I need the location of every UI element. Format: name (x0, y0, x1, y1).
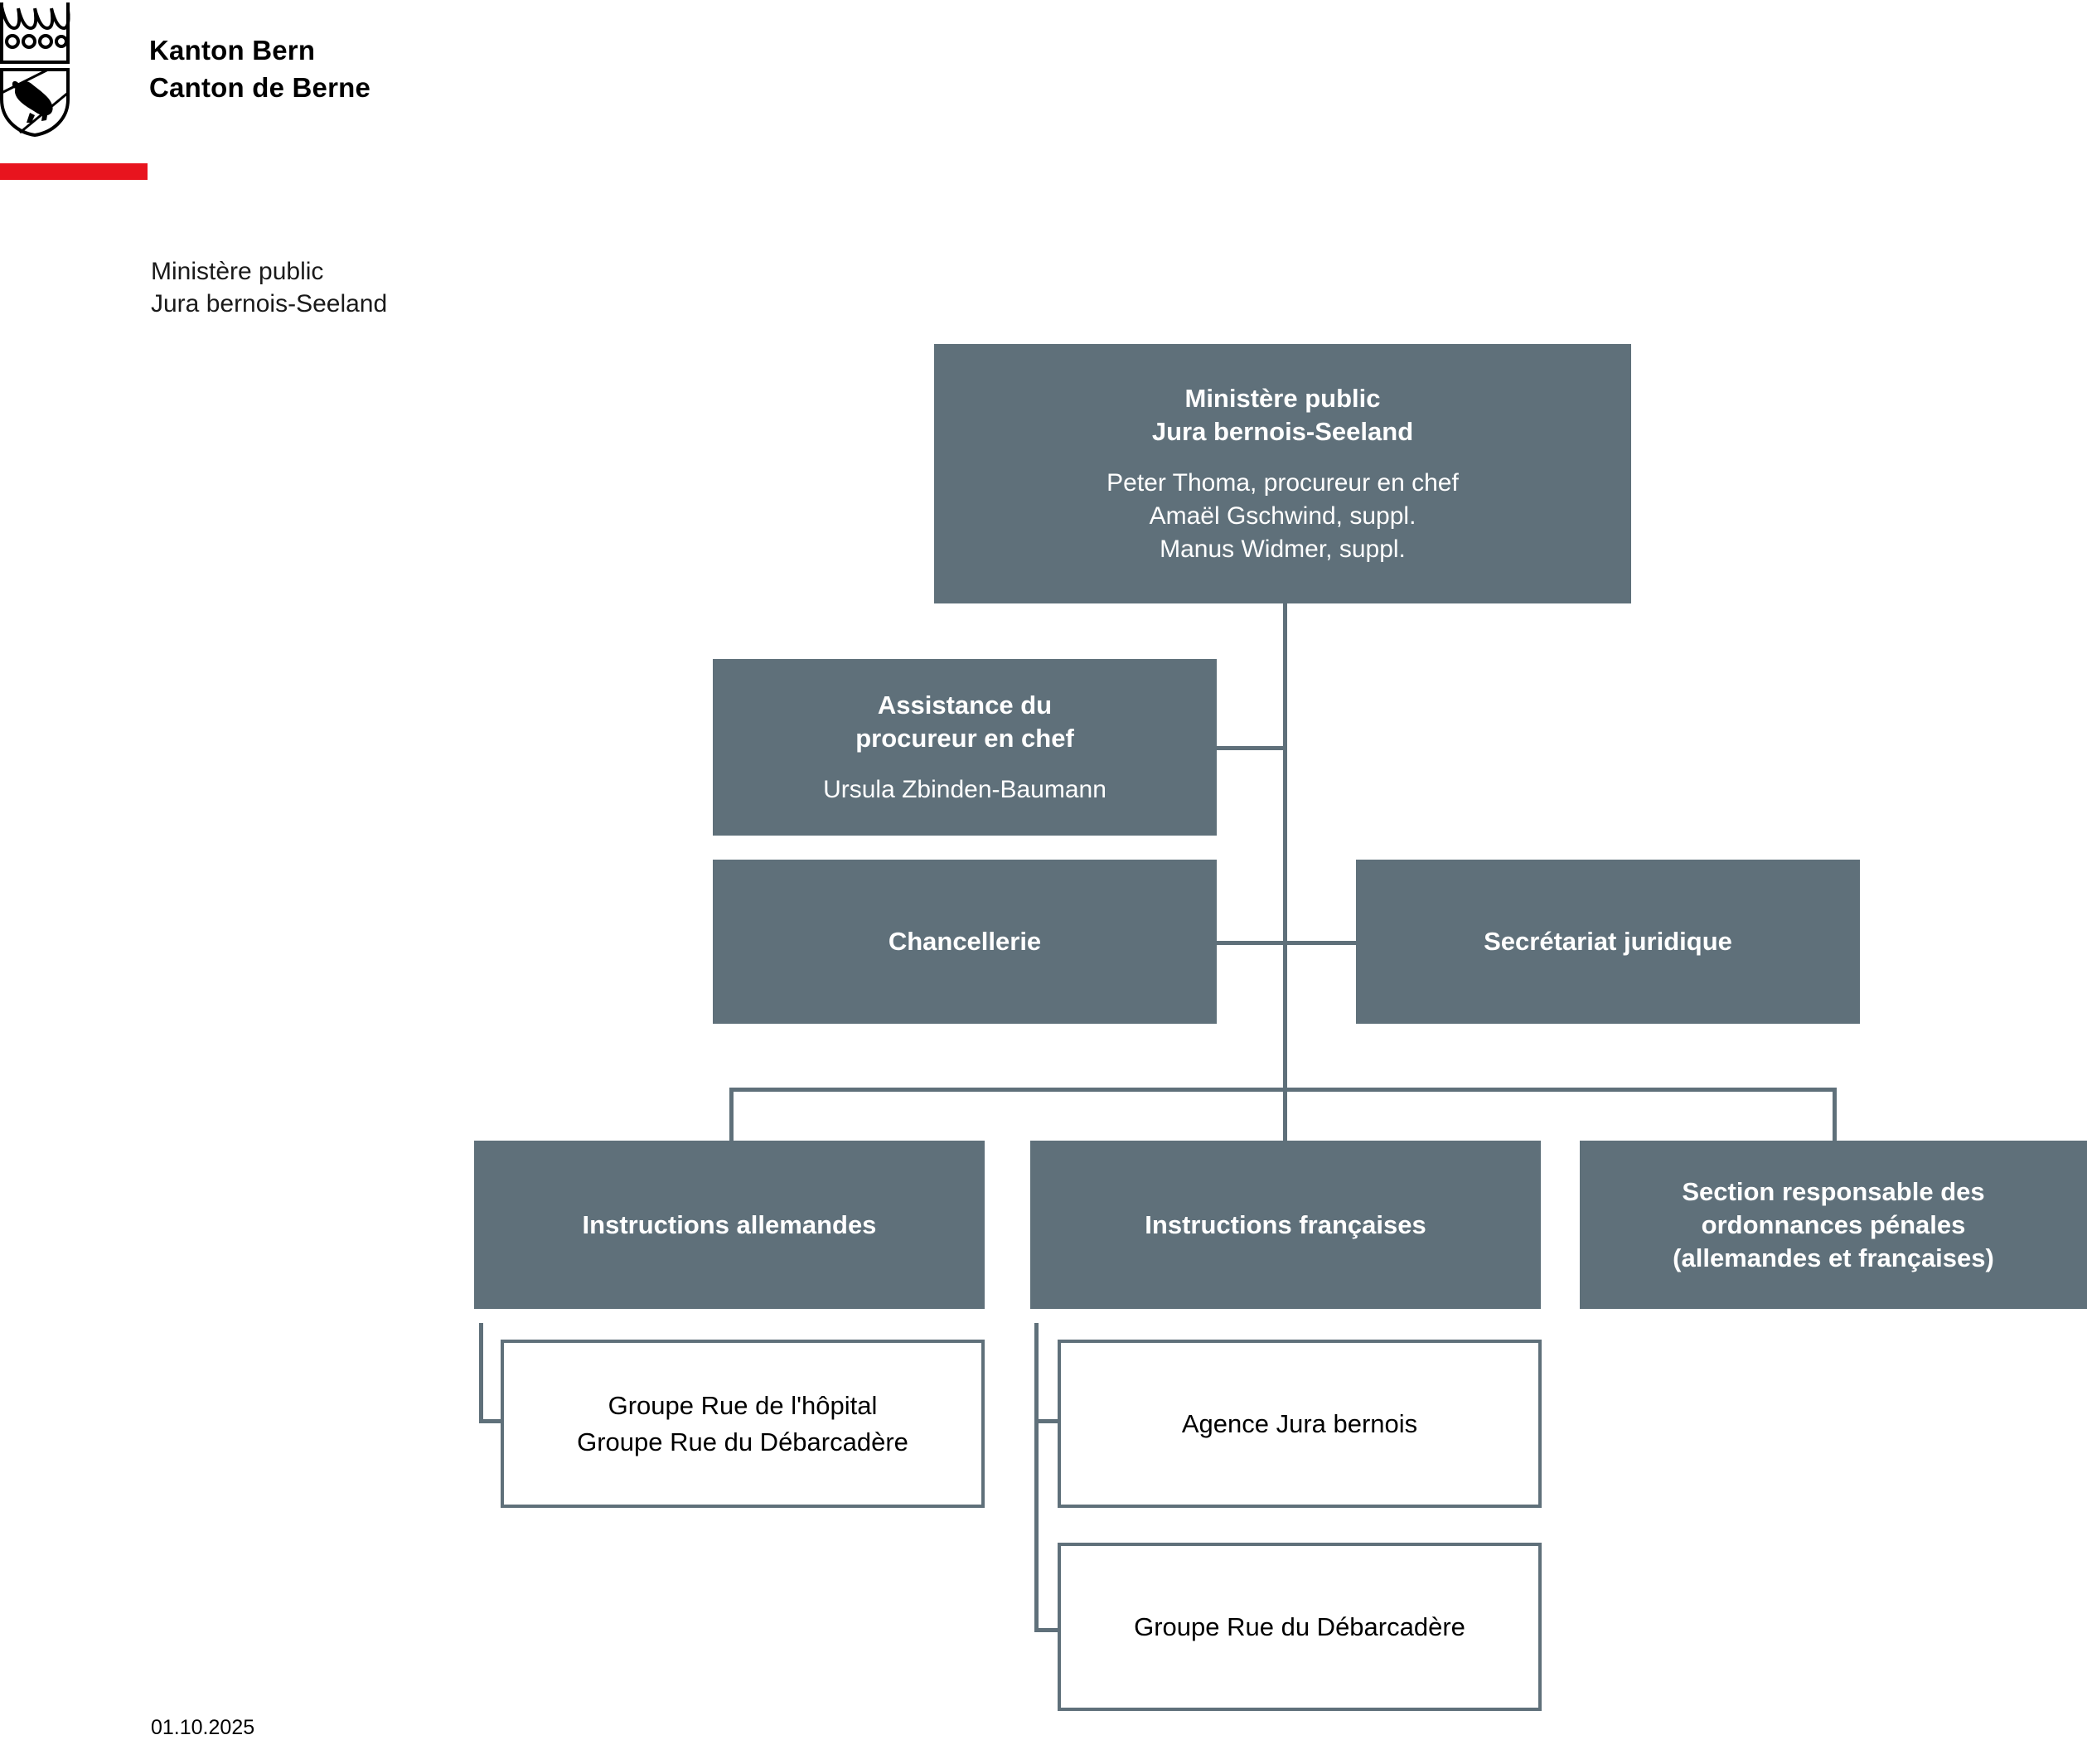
connector-spine-to-secretariat (1283, 941, 1356, 945)
connector-root-spine (1283, 603, 1287, 1091)
node-instructions-francaises[interactable]: Instructions françaises (1030, 1141, 1541, 1309)
node-chancellerie[interactable]: Chancellerie (713, 860, 1217, 1024)
connector-tier3-drop-mid (1283, 1088, 1287, 1141)
node-assistance[interactable]: Assistance du procureur en chef Ursula Z… (713, 659, 1217, 836)
bern-coat-of-arms-logo (0, 0, 87, 138)
node-instructions-fr-title: Instructions françaises (1145, 1209, 1426, 1239)
node-root-title-1: Ministère public (1184, 383, 1381, 413)
node-assistance-title-1: Assistance du (877, 690, 1053, 720)
node-instructions-allemandes[interactable]: Instructions allemandes (474, 1141, 985, 1309)
node-root[interactable]: Ministère public Jura bernois-Seeland Pe… (934, 344, 1631, 603)
node-groupe-de-line-2: Groupe Rue du Débarcadère (577, 1427, 908, 1456)
node-groupe-debarcadere-line-1: Groupe Rue du Débarcadère (1134, 1611, 1465, 1641)
node-assistance-person: Ursula Zbinden-Baumann (823, 775, 1106, 803)
node-agence-jura-line-1: Agence Jura bernois (1181, 1408, 1418, 1438)
node-chancellerie-title: Chancellerie (888, 927, 1042, 956)
wordmark-line-fr: Canton de Berne (149, 72, 371, 103)
connector-fr-horizontal-debarcadere (1034, 1628, 1061, 1632)
footer-date: 01.10.2025 (151, 1716, 255, 1739)
node-groupe-rue-debarcadere[interactable]: Groupe Rue du Débarcadère (1058, 1543, 1542, 1711)
node-root-person-1: Peter Thoma, procureur en chef (1106, 468, 1459, 497)
connector-tier3-drop-right (1833, 1088, 1837, 1141)
node-assistance-title-2: procureur en chef (855, 723, 1074, 753)
node-secretariat-title: Secrétariat juridique (1484, 927, 1732, 956)
node-root-person-3: Manus Widmer, suppl. (1160, 535, 1406, 563)
node-ordonnances-title-3: (allemandes et françaises) (1673, 1243, 1994, 1272)
connector-assistance-to-spine (1217, 746, 1287, 750)
connector-fr-vertical (1034, 1323, 1039, 1632)
node-groupe-hopital-debarcadere[interactable]: Groupe Rue de l'hôpital Groupe Rue du Dé… (501, 1340, 985, 1508)
org-subtitle-line2: Jura bernois-Seeland (151, 290, 388, 317)
node-ordonnances-title-2: ordonnances pénales (1701, 1209, 1966, 1239)
wordmark: Kanton Bern Canton de Berne (149, 32, 370, 106)
node-ordonnances-penales[interactable]: Section responsable des ordonnances péna… (1580, 1141, 2087, 1309)
connector-de-horizontal (479, 1419, 504, 1423)
connector-fr-horizontal-agence (1034, 1419, 1061, 1423)
org-subtitle: Ministère public Jura bernois-Seeland (151, 255, 387, 320)
red-accent-bar (0, 163, 148, 180)
node-groupe-de-line-1: Groupe Rue de l'hôpital (608, 1390, 878, 1420)
connector-tier3-drop-left (729, 1088, 734, 1141)
wordmark-line-de: Kanton Bern (149, 35, 316, 65)
node-agence-jura-bernois[interactable]: Agence Jura bernois (1058, 1340, 1542, 1508)
node-ordonnances-title-1: Section responsable des (1682, 1176, 1985, 1206)
node-instructions-de-title: Instructions allemandes (582, 1209, 877, 1239)
node-secretariat-juridique[interactable]: Secrétariat juridique (1356, 860, 1860, 1024)
org-subtitle-line1: Ministère public (151, 258, 324, 285)
connector-de-vertical (479, 1323, 483, 1422)
connector-chancellerie-to-spine (1217, 941, 1287, 945)
node-root-title-2: Jura bernois-Seeland (1151, 416, 1414, 446)
node-root-person-2: Amaël Gschwind, suppl. (1149, 502, 1416, 530)
